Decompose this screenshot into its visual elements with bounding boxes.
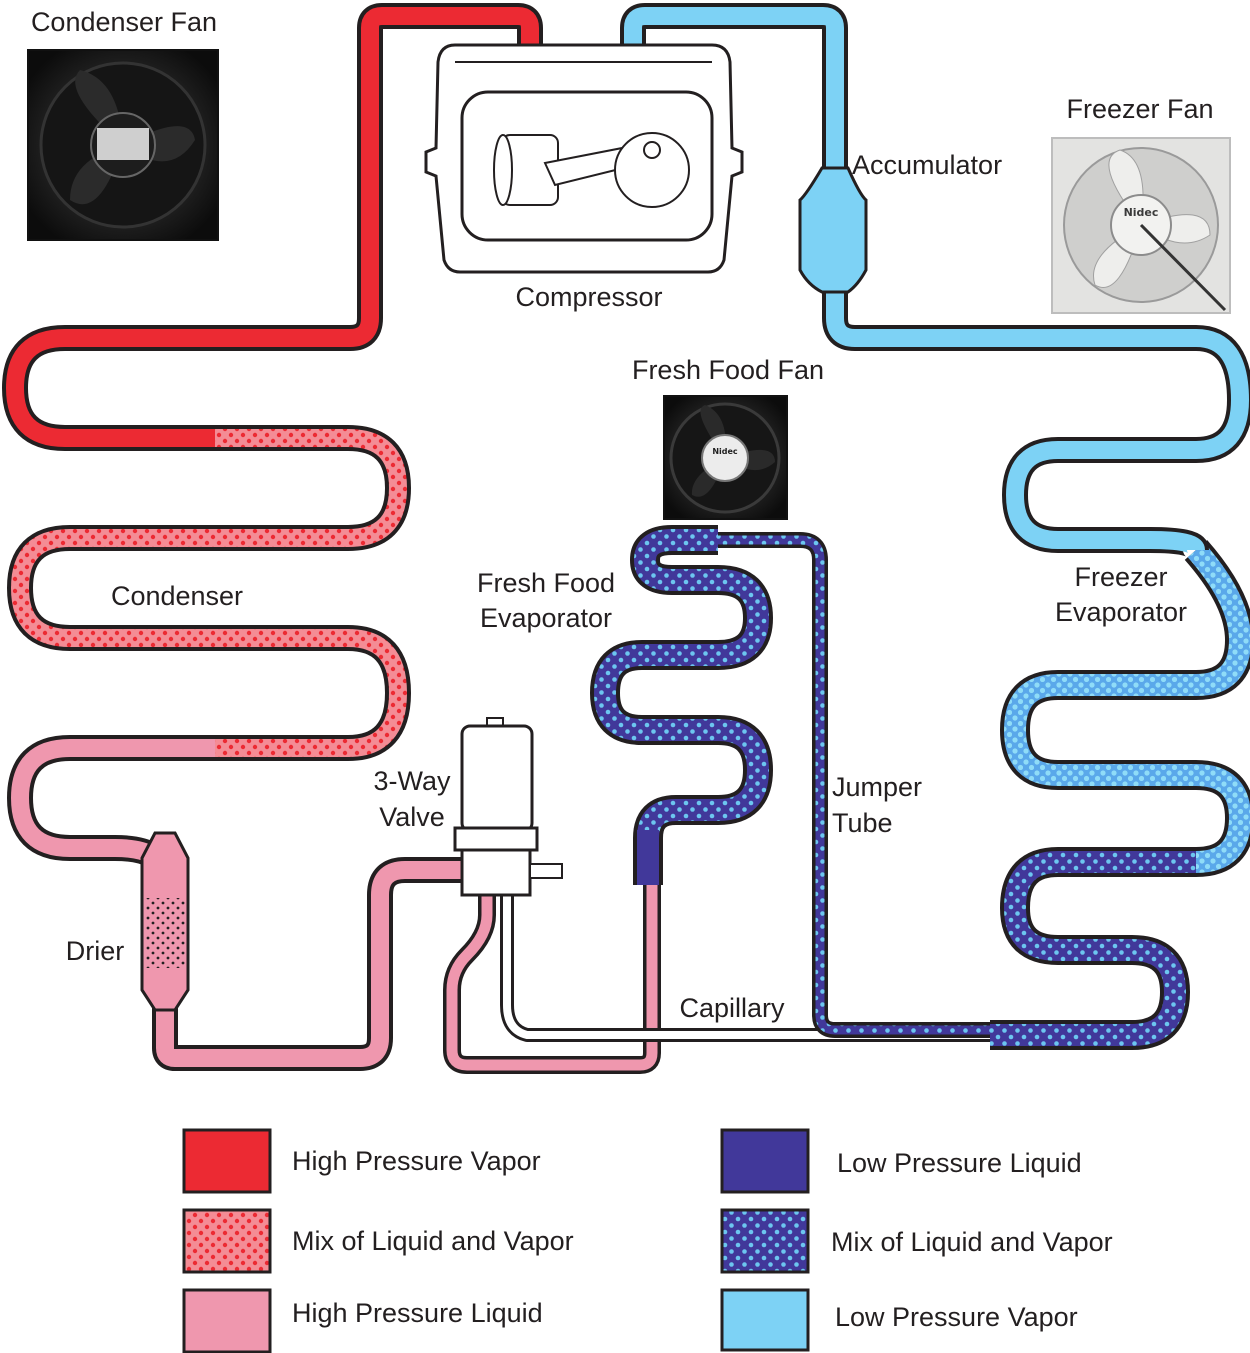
legend-item-hp-mix: Mix of Liquid and Vapor [182, 1208, 574, 1274]
capillary-tube [500, 892, 1000, 1042]
capillary-label: Capillary [679, 993, 785, 1023]
legend-swatch [182, 1208, 272, 1274]
freezer-fan-brand: Nidec [1124, 206, 1159, 219]
legend-swatch [720, 1288, 810, 1352]
legend-swatch [720, 1128, 810, 1194]
fresh-food-fan-image: Nidec [663, 395, 788, 520]
freezer-evaporator-label-line1: Freezer [1074, 562, 1167, 592]
condenser-label: Condenser [111, 581, 243, 611]
legend-item-low-pressure-vapor: Low Pressure Vapor [720, 1288, 1078, 1352]
legend-label: Low Pressure Vapor [835, 1302, 1078, 1332]
legend-label: High Pressure Liquid [292, 1298, 543, 1328]
legend-item-low-pressure-liquid: Low Pressure Liquid [720, 1128, 1082, 1194]
accumulator [798, 166, 868, 294]
legend-label: High Pressure Vapor [292, 1146, 541, 1176]
legend-item-lp-mix: Mix of Liquid and Vapor [720, 1208, 1113, 1274]
suction-line [620, 3, 1250, 558]
freezer-evaporator-coil [990, 540, 1250, 1050]
fresh-food-evaporator-label-line1: Fresh Food [477, 568, 615, 598]
three-way-valve-label-line2: Valve [379, 802, 445, 832]
compressor [424, 43, 744, 274]
legend-swatch [182, 1288, 272, 1353]
legend-item-high-pressure-vapor: High Pressure Vapor [182, 1128, 541, 1194]
three-way-valve-label-line1: 3-Way [373, 766, 451, 796]
legend-label: Mix of Liquid and Vapor [292, 1226, 574, 1256]
fresh-food-evaporator-coil [590, 525, 773, 885]
fresh-food-fan-brand: Nidec [712, 447, 738, 456]
freezer-fan-label: Freezer Fan [1066, 94, 1213, 124]
drier-label: Drier [66, 936, 125, 966]
freezer-fan-image: Nidec [1051, 137, 1231, 314]
legend-label: Mix of Liquid and Vapor [831, 1227, 1113, 1257]
legend-swatch [182, 1128, 272, 1194]
legend: High Pressure Vapor Mix of Liquid and Va… [182, 1128, 1113, 1353]
condenser-fan-image [27, 49, 219, 241]
legend-item-high-pressure-liquid: High Pressure Liquid [182, 1288, 543, 1353]
jumper-tube-label-line2: Tube [832, 808, 893, 838]
condenser-fan-label: Condenser Fan [31, 7, 217, 37]
freezer-evaporator-label-line2: Evaporator [1055, 597, 1187, 627]
fresh-food-fan-label: Fresh Food Fan [632, 355, 824, 385]
legend-swatch [720, 1208, 810, 1274]
fresh-food-evaporator-label-line2: Evaporator [480, 603, 612, 633]
drier [140, 831, 190, 1012]
discharge-line [2, 3, 543, 451]
accumulator-label: Accumulator [852, 150, 1002, 180]
three-way-valve [453, 717, 563, 897]
condenser-coil [7, 425, 411, 761]
compressor-label: Compressor [515, 282, 662, 312]
jumper-tube-label-line1: Jumper [832, 772, 922, 802]
valve-outlet-fresh-food [443, 880, 661, 1074]
jumper-tube [718, 532, 1000, 1038]
legend-label: Low Pressure Liquid [837, 1148, 1082, 1178]
